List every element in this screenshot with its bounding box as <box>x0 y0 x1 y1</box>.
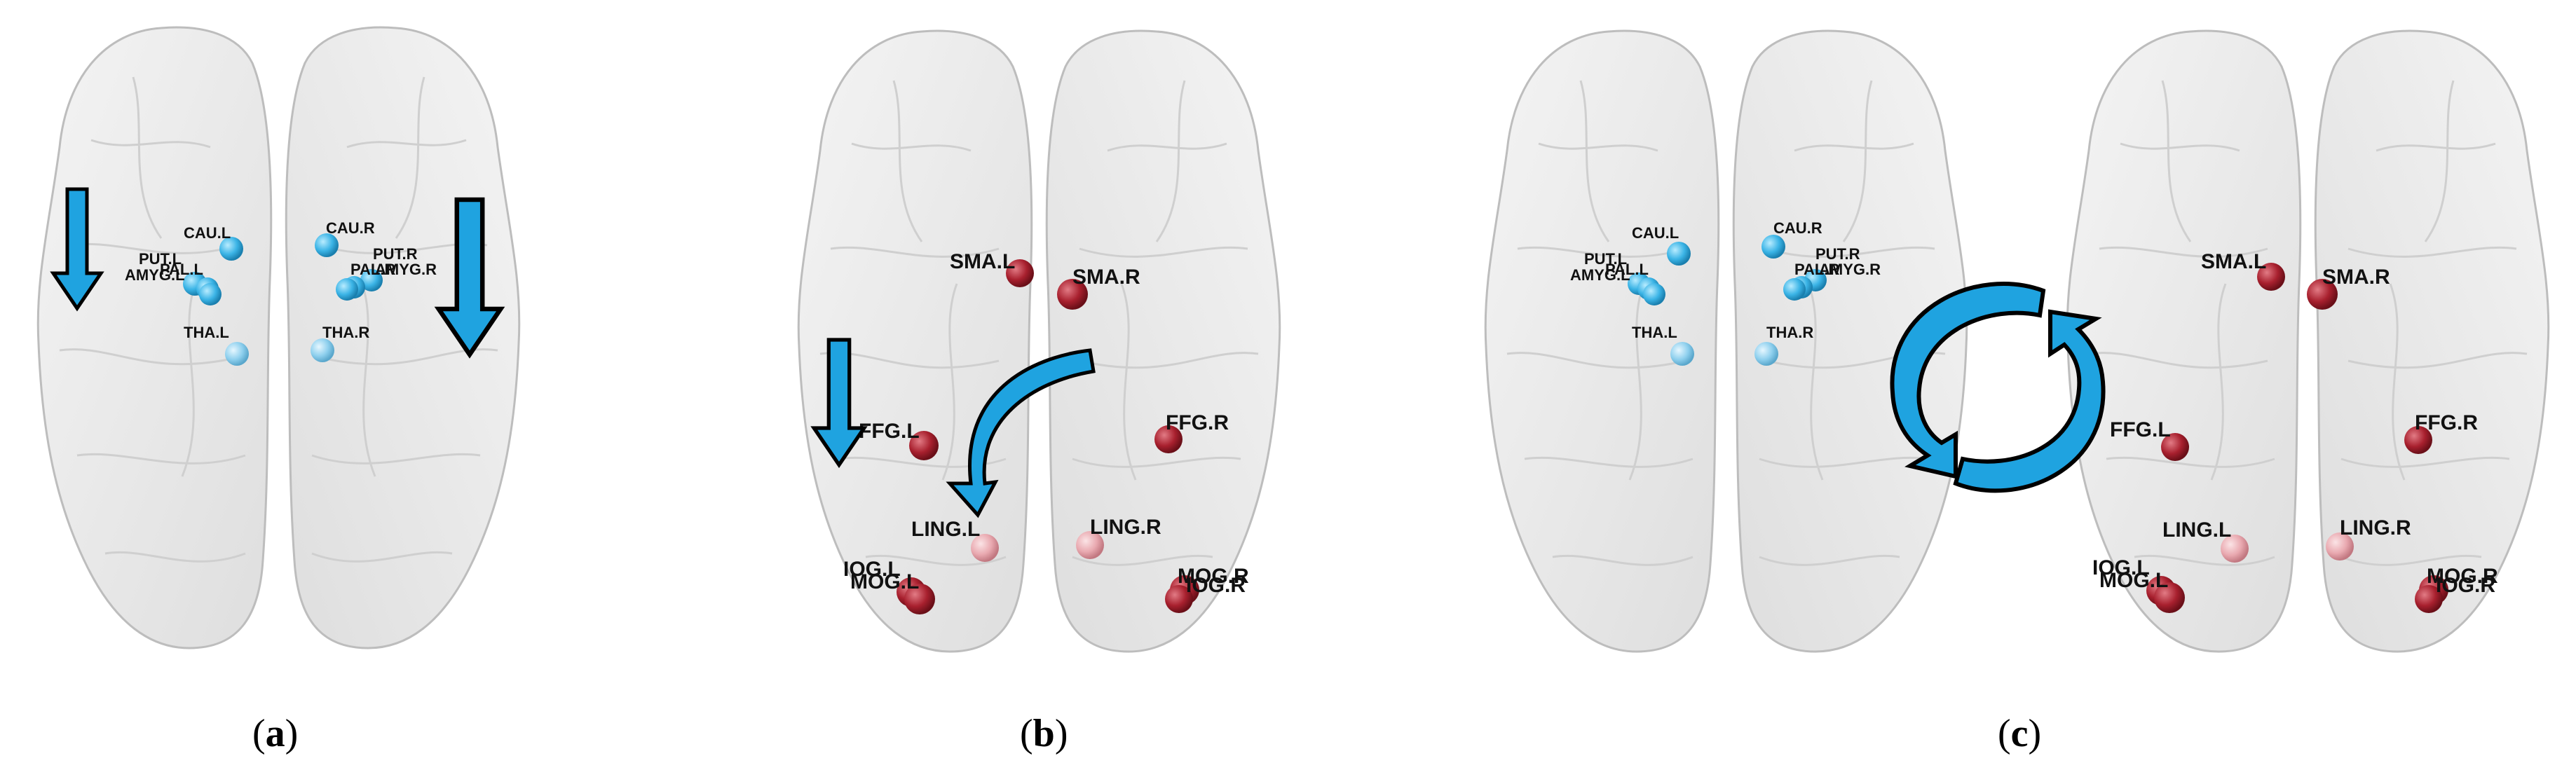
node-put-r <box>360 269 383 291</box>
label-c-put-l: PUT.L <box>1584 250 1627 268</box>
label-sma-l: SMA.L <box>950 250 1015 273</box>
node-c-ling-r <box>2326 532 2354 561</box>
label-c-tha-r: THA.R <box>1766 324 1813 341</box>
label-c-amyg-r: AMYG.R <box>1819 261 1881 278</box>
label-c-cau-l: CAU.L <box>1632 224 1679 242</box>
label-c-tha-l: THA.L <box>1632 324 1677 341</box>
node-c-cau-r <box>1761 235 1785 259</box>
node-iog-r <box>1165 585 1193 613</box>
caption-c-letter: c <box>2011 712 2029 755</box>
label-ffg-l: FFG.L <box>859 420 920 443</box>
node-c-amyg-r <box>1783 278 1806 301</box>
label-c-mog-r: MOG.R <box>2427 565 2498 588</box>
label-ling-r: LING.R <box>1090 516 1161 539</box>
node-cau-r <box>315 233 339 257</box>
label-sma-r: SMA.R <box>1072 266 1140 289</box>
brain-outline-c-left <box>1485 31 1967 652</box>
label-put-l: PUT.L <box>139 250 182 268</box>
label-c-sma-r: SMA.R <box>2322 266 2390 289</box>
label-c-ling-l: LING.L <box>2162 518 2231 542</box>
node-tha-r <box>311 338 334 362</box>
label-c-iog-r: IOG.R <box>2436 574 2495 597</box>
node-ffg-l <box>909 431 939 460</box>
node-c-sma-r <box>2307 279 2338 310</box>
panel-b: SMA.L SMA.R FFG.L FFG.R LING.L LING.R IO… <box>798 31 1280 755</box>
node-ling-l <box>971 534 999 562</box>
node-cau-l <box>219 237 243 261</box>
label-pal-r: PAL.R <box>350 261 395 278</box>
label-ling-l: LING.L <box>911 518 980 541</box>
caption-a: (a) <box>252 712 298 755</box>
label-c-pal-r: PAL.R <box>1794 261 1839 278</box>
node-tha-l <box>225 342 249 366</box>
label-ffg-r: FFG.R <box>1166 411 1229 434</box>
node-c-ffg-l <box>2161 433 2189 461</box>
label-c-pal-l: PAL.L <box>1605 261 1649 278</box>
label-amyg-l: AMYG.L <box>125 266 185 284</box>
label-amyg-r: AMYG.R <box>375 261 437 278</box>
label-tha-r: THA.R <box>322 324 369 341</box>
label-c-mog-l: MOG.L <box>2099 569 2168 592</box>
curved-arrow-b <box>946 348 1096 518</box>
node-c-iog-r <box>2415 585 2443 613</box>
label-c-ling-r: LING.R <box>2340 516 2411 539</box>
cycle-arrow-upper-c <box>1890 282 2046 479</box>
label-c-amyg-l: AMYG.L <box>1570 266 1630 284</box>
label-c-ffg-l: FFG.L <box>2110 418 2171 441</box>
node-c-tha-l <box>1670 342 1694 366</box>
caption-b-letter: b <box>1033 712 1055 755</box>
node-sma-l <box>1006 259 1034 287</box>
node-c-tha-r <box>1754 342 1778 366</box>
label-c-put-r: PUT.R <box>1815 245 1860 263</box>
label-iog-l: IOG.L <box>843 558 901 581</box>
node-amyg-r <box>336 278 358 301</box>
label-cau-l: CAU.L <box>184 224 231 242</box>
caption-b: (b) <box>1020 712 1068 755</box>
node-ling-r <box>1076 531 1104 559</box>
label-c-cau-r: CAU.R <box>1773 219 1822 237</box>
node-c-ling-l <box>2221 535 2249 563</box>
node-sma-r <box>1057 279 1088 310</box>
node-c-sma-l <box>2257 263 2285 291</box>
label-cau-r: CAU.R <box>326 219 375 237</box>
caption-c: (c) <box>1998 712 2041 755</box>
node-c-amyg-l <box>1643 283 1665 305</box>
label-put-r: PUT.R <box>373 245 418 263</box>
node-c-mog-l <box>2154 582 2185 613</box>
node-c-ffg-r <box>2404 426 2432 454</box>
cycle-arrow-lower-c <box>1953 309 2106 493</box>
label-pal-l: PAL.L <box>160 261 203 278</box>
label-c-sma-l: SMA.L <box>2201 250 2266 273</box>
panel-a: CAU.L PUT.L PAL.L AMYG.L THA.L CAU.R PUT… <box>38 27 519 755</box>
node-amyg-l <box>199 283 222 305</box>
label-mog-r: MOG.R <box>1178 565 1249 588</box>
label-tha-l: THA.L <box>184 324 229 341</box>
node-mog-l <box>904 584 935 614</box>
label-mog-l: MOG.L <box>850 570 919 593</box>
brain-outline-a <box>38 27 519 648</box>
node-c-cau-l <box>1667 242 1691 266</box>
node-ffg-r <box>1154 425 1183 453</box>
label-c-ffg-r: FFG.R <box>2415 411 2478 434</box>
label-iog-r: IOG.R <box>1186 574 1246 597</box>
caption-a-letter: a <box>266 712 285 755</box>
panel-c: CAU.L PUT.L PAL.L AMYG.L THA.L CAU.R PUT… <box>1485 31 2549 755</box>
label-c-iog-l: IOG.L <box>2092 556 2150 579</box>
